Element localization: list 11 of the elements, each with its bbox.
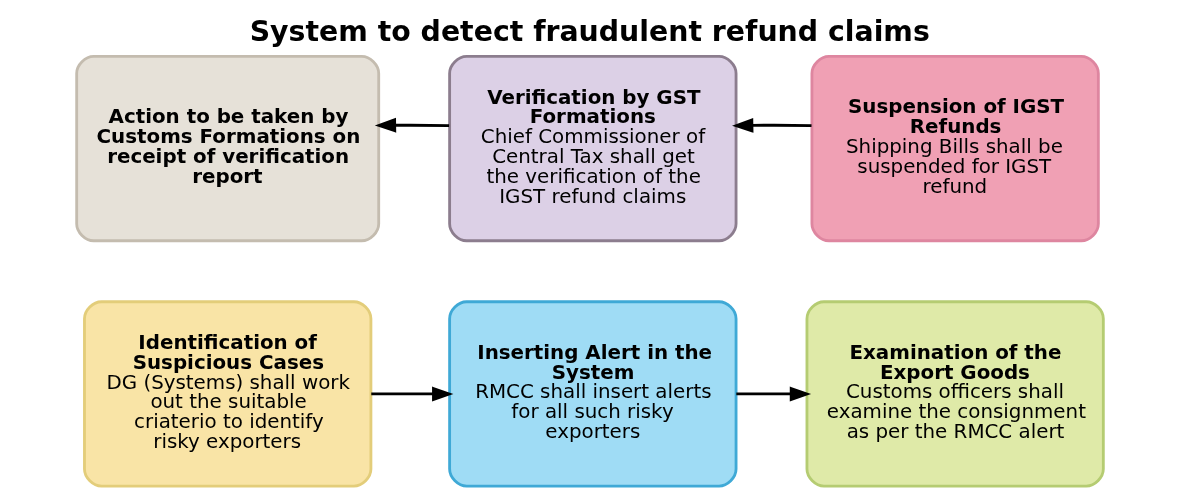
arrow [735, 386, 811, 402]
node-box: Action to be taken by Customs Formations on receipt of verification report [74, 55, 380, 243]
arrow [370, 386, 453, 402]
node-box: Suspension of IGST Refunds Shipping Bills shall be suspended for IGST refund [810, 55, 1100, 243]
diagram-title: System to detect fraudulent refund claims [249, 14, 930, 48]
node-box: Verification by GST Formations Chief Commissioner of Central Tax shall get the verification of the IGST refund claims [447, 55, 737, 243]
node-box: Examination of the Export Goods Customs officers shall examine the consignment as per the RMCC alert [805, 300, 1105, 488]
arrow [374, 117, 449, 133]
node-box: Inserting Alert in the System RMCC shall insert alerts for all such risky exporters [447, 300, 737, 488]
node-box: Identification of Suspicious Cases DG (Systems) shall work out the suitable criaterio to identify risky exporters [82, 300, 372, 488]
arrow [731, 117, 812, 133]
